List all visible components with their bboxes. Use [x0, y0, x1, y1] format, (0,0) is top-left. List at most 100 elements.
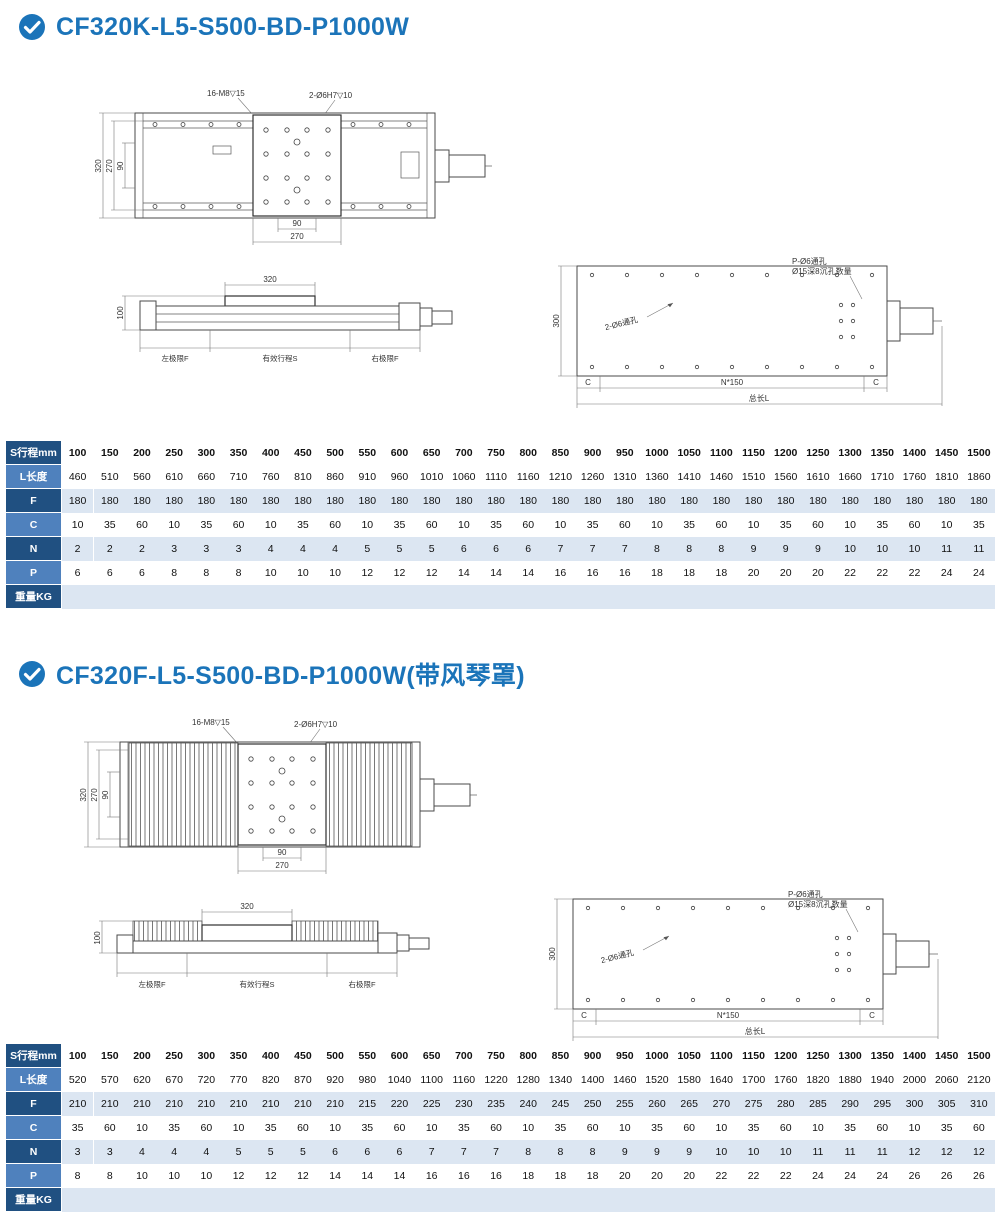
table-cell: 620	[133, 1073, 151, 1086]
table-cell: 10	[168, 1169, 180, 1182]
row-label: L长度	[5, 464, 62, 489]
dim-90: 90	[101, 790, 110, 799]
table-cell: 500	[326, 1049, 344, 1062]
table-cell: 10	[264, 566, 277, 579]
table-cell: 400	[261, 446, 280, 459]
table-cell: 6	[512, 536, 545, 561]
table-cell	[769, 584, 802, 609]
table-cell: 720	[197, 1073, 216, 1086]
table-cell: 210	[93, 1091, 126, 1116]
table-cell: 14	[393, 1169, 406, 1182]
table-cell: 210	[125, 1091, 159, 1116]
table-cell: 1040	[387, 1073, 412, 1086]
table-cell: 35	[103, 518, 116, 531]
table-cell: 14	[361, 1169, 374, 1182]
table-cell: 1050	[677, 446, 701, 459]
table-cell: 4	[158, 1139, 191, 1164]
callout-m8: 16-M8▽15	[207, 89, 245, 98]
row-label: 重量KG	[5, 584, 62, 609]
table-cell: 5	[222, 1139, 255, 1164]
table-cell: 1340	[548, 1073, 573, 1086]
table-cell: 5	[415, 536, 448, 561]
table-cell: 10	[618, 1121, 631, 1134]
p-hole-callout-2: Ø15深8沉孔数量	[788, 899, 848, 909]
table-cell: 10	[834, 536, 867, 561]
table-cell: 10	[136, 1169, 148, 1182]
row-label: P	[5, 1163, 62, 1188]
table-cell	[93, 584, 126, 609]
table-cell: 14	[458, 566, 470, 579]
table-cell: 180	[673, 488, 706, 513]
table-cell: 610	[165, 470, 183, 483]
table-cell: 7	[447, 1139, 480, 1164]
table-cell: 12	[425, 566, 438, 579]
limit-left-label: 左极限F	[138, 979, 165, 989]
table-cell: 22	[779, 1169, 792, 1182]
table-cell: 210	[222, 1091, 255, 1116]
table-cell: 520	[68, 1073, 87, 1086]
p-hole-callout-1: P-Ø6通孔	[792, 256, 827, 266]
table-cell: 1000	[645, 446, 669, 459]
table-cell: 210	[61, 1091, 94, 1116]
table-cell: 210	[254, 1091, 287, 1116]
table-cell: 1220	[484, 1073, 508, 1086]
table-cell: 10	[651, 518, 663, 531]
table-cell: 550	[358, 446, 377, 459]
dim-total-length: 总长L	[745, 1026, 766, 1036]
table-cell: 8	[544, 1139, 577, 1164]
table-cell: 220	[383, 1091, 416, 1116]
table-cell: 1060	[452, 470, 476, 483]
table-cell: 600	[390, 446, 409, 459]
table-cell: 7	[576, 536, 609, 561]
table-cell: 60	[136, 518, 148, 531]
table-cell: 20	[812, 566, 824, 579]
table-cell: 35	[200, 518, 213, 531]
table-cell: 1200	[774, 1049, 798, 1062]
table-cell: 10	[329, 1121, 341, 1134]
table-cell: 35	[361, 1121, 374, 1134]
dim-300: 300	[548, 947, 557, 961]
dim-n150: N*150	[717, 1011, 740, 1020]
table-cell	[834, 584, 867, 609]
height-dimension: 100	[116, 295, 225, 331]
table-cell: 280	[769, 1091, 802, 1116]
table-cell: 300	[197, 446, 216, 459]
p-hole-callout-2: Ø15深8沉孔数量	[792, 266, 852, 276]
table-cell: 8	[576, 1139, 609, 1164]
table-cell: 290	[834, 1091, 867, 1116]
table-cell	[673, 1187, 706, 1212]
table-cell: 180	[801, 488, 834, 513]
table-cell: 1500	[967, 446, 991, 459]
table-cell: 10	[554, 518, 567, 531]
dim-total-length: 总长L	[749, 393, 770, 403]
dim-n150: N*150	[721, 378, 744, 387]
table-cell: 1450	[934, 1049, 959, 1062]
table-cell: 1880	[838, 1073, 862, 1086]
table-cell	[930, 1187, 963, 1212]
table-cell: 10	[361, 518, 374, 531]
table-cell: 1660	[838, 470, 862, 483]
table-cell: 230	[447, 1091, 480, 1116]
table-cell: 22	[844, 566, 856, 579]
table-cell: 10	[812, 1121, 824, 1134]
table-cell: 60	[779, 1121, 792, 1134]
table-cell: 1160	[516, 470, 540, 483]
table-cell	[962, 1187, 995, 1212]
product-2-drawings: 16-M8▽15 2-Ø6H7▽10	[0, 689, 1000, 1043]
table-cell: 550	[358, 1049, 377, 1062]
table-cell: 12	[898, 1139, 931, 1164]
table-cell	[608, 584, 641, 609]
table-cell: 6	[319, 1139, 352, 1164]
table-cell: 100	[68, 446, 87, 459]
table-cell: 35	[779, 518, 792, 531]
table-cell	[61, 1187, 94, 1212]
table-cell: 5	[286, 1139, 319, 1164]
table-cell	[544, 1187, 577, 1212]
table-cell: 8	[512, 1139, 545, 1164]
dim-100: 100	[93, 931, 102, 945]
table-cell: 7	[415, 1139, 448, 1164]
